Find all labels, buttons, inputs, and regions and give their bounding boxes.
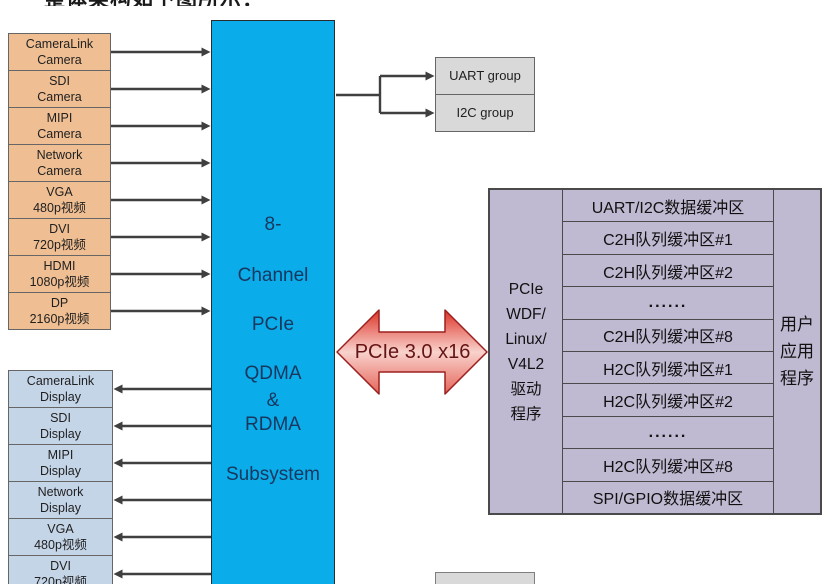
i2c-group-label: I2C group [456,105,514,120]
display-box-dvi: DVI 720p视频 [8,555,113,584]
display-box-mipi: MIPI Display [8,444,113,482]
camera-label: DVI [49,222,70,236]
display-sublabel: Display [40,390,81,404]
camera-box-vga: VGA 480p视频 [8,181,111,219]
camera-label: DP [50,296,69,310]
camera-sublabel: Camera [37,53,82,67]
camera-box-mipi: MIPI Camera [8,107,111,145]
comm-group-column: UART group I2C group [435,57,535,132]
buffer-rows: UART/I2C数据缓冲区 C2H队列缓冲区#1 C2H队列缓冲区#2 ....… [562,190,774,513]
pcie-link-arrow [336,309,488,395]
subsystem-to-comm-group-connector [336,71,435,118]
subsystem-line: Subsystem [226,464,320,485]
camera-sublabel: Camera [37,164,82,178]
buffer-row-uart-i2c: UART/I2C数据缓冲区 [562,190,774,223]
buffer-row-c2h-1: C2H队列缓冲区#1 [562,222,774,255]
buffer-row-h2c-1: H2C队列缓冲区#1 [562,352,774,385]
uart-group-label: UART group [449,68,521,83]
driver-stack-table: PCIe WDF/ Linux/ V4L2 驱动 程序 UART/I2C数据缓冲… [488,188,822,515]
camera-box-hdmi: HDMI 1080p视频 [8,255,111,293]
display-sublabel: Display [40,501,81,515]
subsystem-line: 8- [264,214,282,235]
camera-box-cameralink: CameraLink Camera [8,33,111,71]
clipped-heading-text: 整体架构如下图所示： [44,0,274,6]
display-box-network: Network Display [8,481,113,519]
driver-cell: PCIe WDF/ Linux/ V4L2 驱动 程序 [490,190,563,513]
buffer-row-c2h-8: C2H队列缓冲区#8 [562,320,774,353]
user-app-cell: 用户 应用 程序 [773,190,820,513]
display-sublabel: 720p视频 [34,575,87,584]
camera-label: VGA [46,185,73,199]
display-label: SDI [50,411,71,425]
driver-line: V4L2 [507,355,545,373]
driver-line: 程序 [510,405,542,423]
display-output-column: CameraLink Display SDI Display MIPI Disp… [8,370,113,584]
display-box-sdi: SDI Display [8,407,113,445]
driver-line: WDF/ [506,305,546,323]
i2c-group-box: I2C group [435,94,535,132]
display-sublabel: 480p视频 [34,538,87,552]
display-label: MIPI [47,448,74,462]
display-label: CameraLink [26,374,95,388]
display-label: VGA [47,522,74,536]
subsystem-line: PCIe [251,314,295,335]
display-sublabel: Display [40,427,81,441]
camera-label: CameraLink [25,37,94,51]
user-app-line: 用户 [780,315,814,334]
subsystem-line: QDMA [244,363,302,384]
clipped-heading: 整体架构如下图所示： [44,0,274,6]
camera-box-network: Network Camera [8,144,111,182]
driver-line: PCIe [508,280,544,298]
buffer-row-c2h-2: C2H队列缓冲区#2 [562,255,774,288]
camera-box-dvi: DVI 720p视频 [8,218,111,256]
driver-line: Linux/ [505,330,547,348]
camera-label: Network [36,148,83,162]
camera-sublabel: 2160p视频 [29,312,90,326]
user-app-line: 程序 [780,369,814,388]
subsystem-line: & [266,390,280,411]
camera-sublabel: 480p视频 [33,201,86,215]
subsystem-line: Channel [237,265,309,286]
buffer-row-spi-gpio: SPI/GPIO数据缓冲区 [592,491,744,509]
buffer-row-h2c-2: H2C队列缓冲区#2 [562,384,774,417]
double-arrow-shape [336,309,488,395]
camera-sublabel: Camera [37,127,82,141]
driver-line: 驱动 [510,380,542,398]
uart-group-box: UART group [435,57,535,95]
camera-label: MIPI [46,111,73,125]
display-box-cameralink: CameraLink Display [8,370,113,408]
camera-sublabel: 1080p视频 [29,275,90,289]
camera-input-column: CameraLink Camera SDI Camera MIPI Camera… [8,33,111,330]
user-app-line: 应用 [780,342,814,361]
camera-label: SDI [49,74,70,88]
display-box-vga: VGA 480p视频 [8,518,113,556]
camera-sublabel: Camera [37,90,82,104]
buffer-row-h2c-8: H2C队列缓冲区#8 [562,449,774,482]
display-sublabel: Display [40,464,81,478]
buffer-row-ellipsis: ...... [562,417,774,450]
truncated-group-box [435,572,535,584]
subsystem-to-display-arrows [113,384,211,579]
pcie-link-label: PCIe 3.0 x16 [354,340,471,363]
display-label: DVI [50,559,71,573]
display-label: Network [37,485,84,499]
buffer-row-ellipsis: ...... [562,287,774,320]
camera-box-sdi: SDI Camera [8,70,111,108]
camera-box-dp: DP 2160p视频 [8,292,111,330]
camera-label: HDMI [43,259,76,273]
pcie-subsystem-box: 8- Channel PCIe QDMA & RDMA Subsystem [211,20,335,584]
camera-sublabel: 720p视频 [33,238,86,252]
camera-to-subsystem-arrows [111,47,211,316]
subsystem-line: RDMA [245,414,301,435]
